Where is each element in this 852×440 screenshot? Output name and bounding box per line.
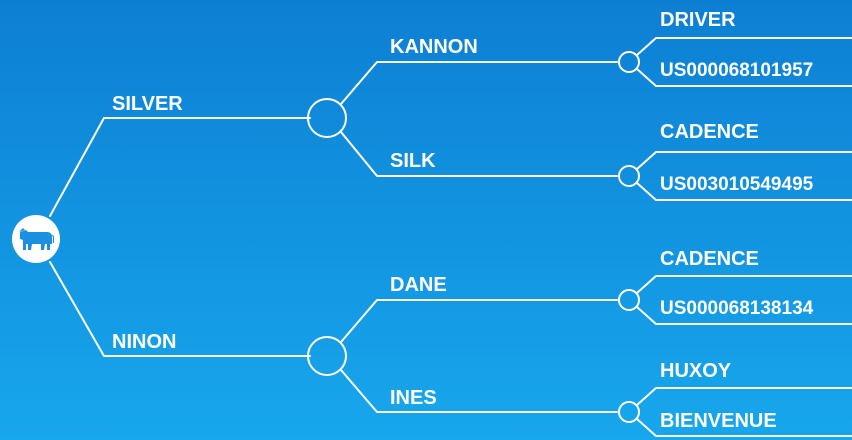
- dam-node: [307, 336, 347, 376]
- sire-node: [307, 98, 347, 138]
- cow-icon: [11, 214, 61, 264]
- kannon-node: [618, 51, 640, 73]
- connector-ines-sire: [636, 387, 852, 406]
- paternal-granddam-name: SILK: [390, 150, 436, 172]
- connector-ines-dam: [636, 418, 852, 437]
- connector-kannon-sire: [636, 37, 852, 56]
- connector-subject-sire: [49, 117, 311, 217]
- connector-subject-dam: [49, 261, 311, 357]
- paternal-grandsire-name: KANNON: [390, 36, 478, 58]
- dane-node: [618, 289, 640, 311]
- connector-sire-granddam: [340, 131, 618, 177]
- ines-node: [618, 401, 640, 423]
- dam-name: NINON: [112, 331, 177, 353]
- dane-sire-name: CADENCE: [660, 248, 759, 270]
- connector-sire-grandsire: [340, 61, 618, 105]
- connector-dam-granddam: [340, 369, 618, 413]
- dane-dam-name: US000068138134: [660, 298, 814, 319]
- silk-dam-name: US003010549495: [660, 174, 814, 195]
- ines-sire-name: HUXOY: [660, 360, 732, 382]
- connector-kannon-dam: [636, 68, 852, 87]
- connector-dam-grandsire: [340, 299, 618, 343]
- connector-silk-dam: [636, 182, 852, 201]
- kannon-dam-name: US000068101957: [660, 60, 814, 81]
- connector-silk-sire: [636, 151, 852, 170]
- connector-dane-dam: [636, 306, 852, 325]
- silk-sire-name: CADENCE: [660, 121, 759, 143]
- ines-dam-name: BIENVENUE: [660, 410, 777, 432]
- connector-dane-sire: [636, 275, 852, 294]
- silk-node: [618, 165, 640, 187]
- maternal-grandsire-name: DANE: [390, 274, 447, 296]
- maternal-granddam-name: INES: [390, 387, 437, 409]
- sire-name: SILVER: [112, 93, 183, 115]
- kannon-sire-name: DRIVER: [660, 9, 736, 31]
